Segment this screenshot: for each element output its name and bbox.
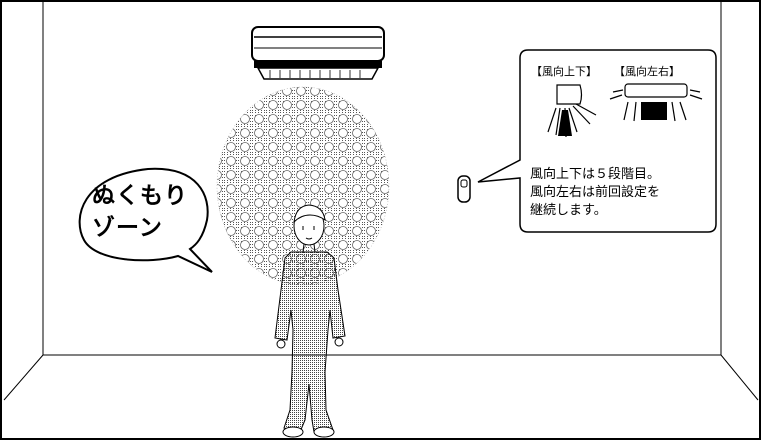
label-vertical-direction: 【風向上下】 [531, 65, 597, 78]
label-horizontal-direction: 【風向左右】 [614, 65, 680, 78]
warm-zone-line2: ゾーン [92, 215, 163, 241]
warm-zone-line1: ぬくもり [92, 183, 188, 209]
info-line2: 風向左右は前回設定を [530, 185, 661, 200]
warm-zone-bubble-shape [78, 167, 213, 273]
remote-control-icon [457, 175, 471, 203]
room-walls [3, 1, 759, 401]
info-description: 風向上下は５段階目。 風向左右は前回設定を 継続します。 [530, 166, 660, 220]
warm-zone-label: ぬくもり ゾーン [92, 180, 188, 244]
air-conditioner-icon [251, 26, 385, 80]
info-line1: 風向上下は５段階目。 [530, 167, 661, 182]
vertical-louver-icon [547, 84, 597, 138]
person-icon [274, 204, 346, 438]
horizontal-louver-icon [609, 83, 703, 122]
warm-zone-area [217, 87, 389, 285]
info-line3: 継続します。 [530, 203, 607, 218]
